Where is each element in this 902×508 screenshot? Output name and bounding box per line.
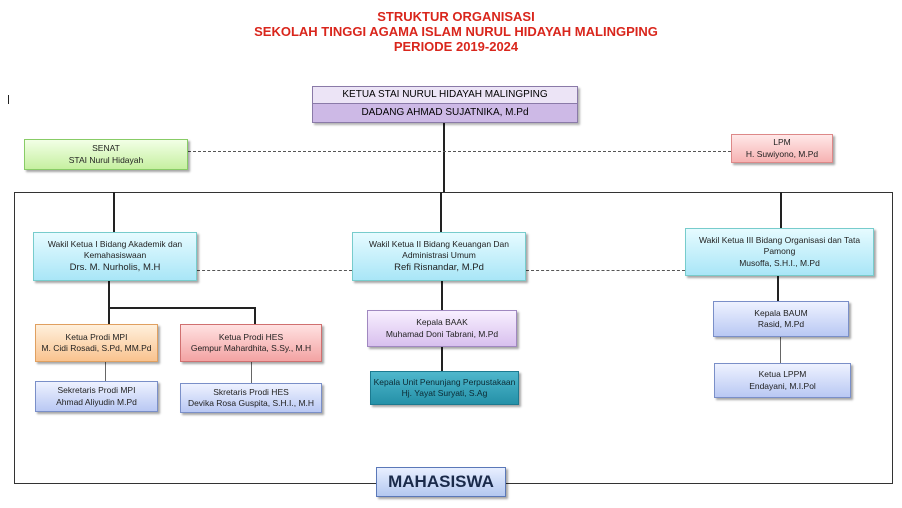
connector xyxy=(105,362,106,381)
perpustakaan-name: Hj. Yayat Suryati, S.Ag xyxy=(401,388,488,398)
prodi-hes-name: Gempur Mahardhita, S.Sy., M.H xyxy=(190,343,312,353)
wakil-2-name: Refi Risnandar, M.Pd xyxy=(394,261,484,273)
perpustakaan-box: Kepala Unit Penunjang Perpustakaan Hj. Y… xyxy=(370,371,519,405)
dashed-connector xyxy=(526,270,685,271)
connector xyxy=(441,347,443,371)
senat-name: STAI Nurul Hidayah xyxy=(68,154,144,165)
senat-box: SENAT STAI Nurul Hidayah xyxy=(24,139,188,170)
lppm-name: Endayani, M.I.Pol xyxy=(749,380,816,391)
cursor-mark xyxy=(8,95,9,104)
baum-box: Kepala BAUM Rasid, M.Pd xyxy=(713,301,849,337)
wakil-2-role-cont: Administrasi Umum xyxy=(402,250,476,261)
wakil-2-role: Wakil Ketua II Bidang Keuangan Dan xyxy=(368,238,510,249)
connector xyxy=(440,192,442,232)
wakil-1-name: Drs. M. Nurholis, M.H xyxy=(69,261,161,273)
connector xyxy=(108,281,110,324)
perpustakaan-role: Kepala Unit Penunjang Perpustakaan xyxy=(373,376,516,387)
sekretaris-hes-role: Skretaris Prodi HES xyxy=(213,386,289,397)
prodi-hes-role: Ketua Prodi HES xyxy=(218,331,284,342)
title-line-2: SEKOLAH TINGGI AGAMA ISLAM NURUL HIDAYAH… xyxy=(254,24,658,39)
wakil-2-box: Wakil Ketua II Bidang Keuangan Dan Admin… xyxy=(352,232,526,281)
sekretaris-hes-box: Skretaris Prodi HES Devika Rosa Guspita,… xyxy=(180,383,322,413)
lpm-name: H. Suwiyono, M.Pd xyxy=(745,148,819,159)
senat-role: SENAT xyxy=(92,143,120,154)
connector xyxy=(780,337,781,363)
connector xyxy=(251,362,252,383)
wakil-3-name: Musoffa, S.H.I., M.Pd xyxy=(739,257,820,268)
baak-box: Kepala BAAK Muhamad Doni Tabrani, M.Pd xyxy=(367,310,517,347)
baum-name: Rasid, M.Pd xyxy=(757,319,805,329)
connector xyxy=(443,121,445,193)
mahasiswa-box: MAHASISWA xyxy=(376,467,506,497)
baum-role: Kepala BAUM xyxy=(754,307,808,318)
lppm-box: Ketua LPPM Endayani, M.I.Pol xyxy=(714,363,851,398)
baak-name: Muhamad Doni Tabrani, M.Pd xyxy=(385,328,499,339)
wakil-1-box: Wakil Ketua I Bidang Akademik dan Kemaha… xyxy=(33,232,197,281)
wakil-3-box: Wakil Ketua III Bidang Organisasi dan Ta… xyxy=(685,228,874,276)
lpm-role: LPM xyxy=(773,137,791,148)
sekretaris-hes-name: Devika Rosa Guspita, S.H.I., M.H xyxy=(187,398,315,408)
connector xyxy=(108,307,255,309)
lppm-role: Ketua LPPM xyxy=(758,369,807,380)
wakil-3-role-cont: Pamong xyxy=(763,246,796,257)
dashed-connector xyxy=(188,151,731,152)
dashed-connector xyxy=(197,270,352,271)
connector xyxy=(254,307,256,324)
lpm-box: LPM H. Suwiyono, M.Pd xyxy=(731,134,833,163)
title-line-3: PERIODE 2019-2024 xyxy=(393,39,519,54)
ketua-name: DADANG AHMAD SUJATNIKA, M.Pd xyxy=(313,104,577,122)
prodi-mpi-name: M. Cidi Rosadi, S.Pd, MM.Pd xyxy=(41,343,152,353)
sekretaris-mpi-role: Sekretaris Prodi MPI xyxy=(57,385,136,396)
prodi-mpi-box: Ketua Prodi MPI M. Cidi Rosadi, S.Pd, MM… xyxy=(35,324,158,362)
wakil-1-role-cont: Kemahasiswaan xyxy=(83,250,147,261)
connector xyxy=(113,192,115,232)
prodi-hes-box: Ketua Prodi HES Gempur Mahardhita, S.Sy.… xyxy=(180,324,322,362)
connector xyxy=(777,276,779,301)
baak-role: Kepala BAAK xyxy=(416,317,468,328)
prodi-mpi-role: Ketua Prodi MPI xyxy=(65,331,128,342)
ketua-role: KETUA STAI NURUL HIDAYAH MALINGPING xyxy=(313,87,577,104)
ketua-box: KETUA STAI NURUL HIDAYAH MALINGPING DADA… xyxy=(312,86,578,123)
connector xyxy=(780,192,782,228)
wakil-1-role: Wakil Ketua I Bidang Akademik dan xyxy=(47,238,183,249)
connector xyxy=(441,281,443,310)
sekretaris-mpi-name: Ahmad Aliyudin M.Pd xyxy=(56,396,137,407)
title-line-1: STRUKTUR ORGANISASI xyxy=(377,9,535,24)
sekretaris-mpi-box: Sekretaris Prodi MPI Ahmad Aliyudin M.Pd xyxy=(35,381,158,412)
wakil-3-role: Wakil Ketua III Bidang Organisasi dan Ta… xyxy=(698,234,861,245)
